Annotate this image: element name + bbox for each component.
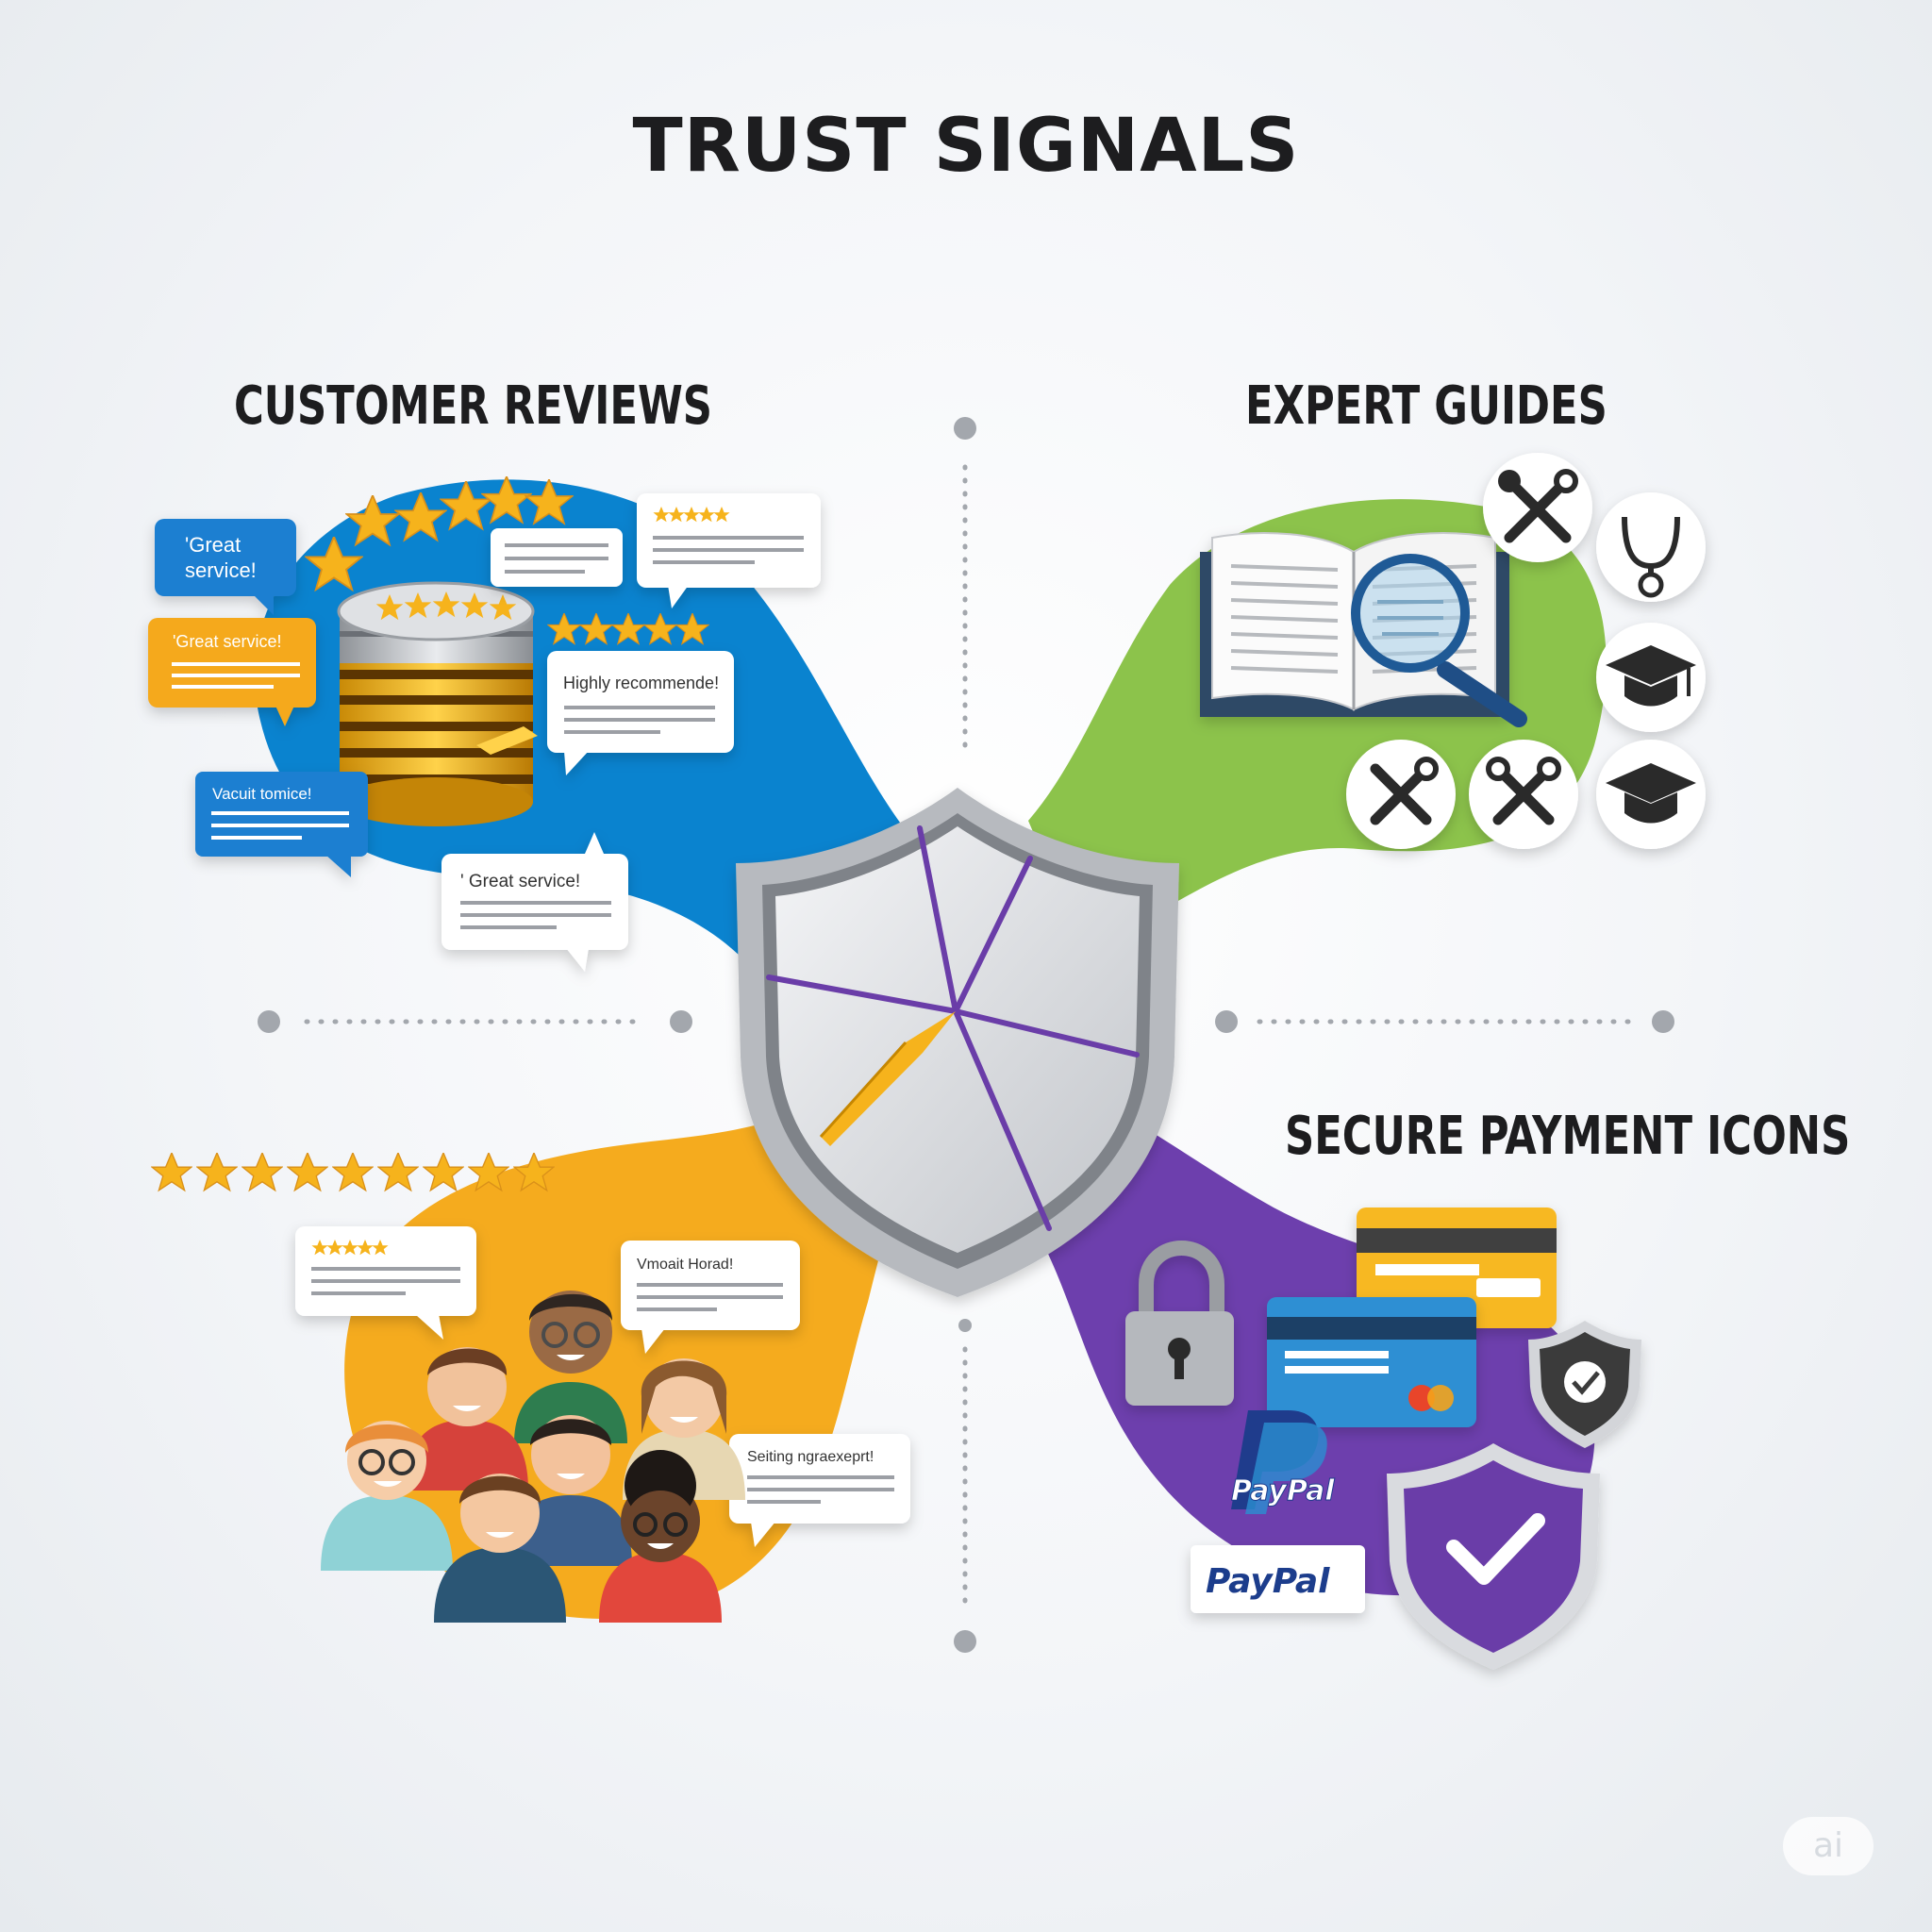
- svg-text:PayPal: PayPal: [1231, 1474, 1335, 1507]
- person-middle-left: [321, 1421, 453, 1571]
- person-front-left: [434, 1474, 566, 1623]
- paypal-logo-2: PayPal: [1191, 1545, 1365, 1613]
- svg-text:Vmoait Horad!: Vmoait Horad!: [637, 1257, 733, 1273]
- magnifier-icon: [1351, 554, 1527, 727]
- credit-card-blue: [1267, 1297, 1476, 1427]
- review-card-top: [491, 528, 623, 587]
- person-middle-center: [509, 1415, 632, 1566]
- review-bubble-stars: [637, 493, 821, 608]
- secure-payment-group: PayPal PayPal: [1125, 1208, 1641, 1670]
- svg-text:'Great: 'Great: [185, 533, 241, 557]
- community-group: Vmoait Horad! Seiting ngraexeprt!: [151, 1153, 910, 1623]
- section-title-secure-payment: SECURE PAYMENT ICONS: [1285, 1106, 1851, 1167]
- ai-watermark-badge: ai: [1783, 1817, 1874, 1875]
- section-title-expert-guides: EXPERT GUIDES: [1245, 375, 1607, 437]
- review-bubble-blue-2: Vacuit tomice!: [195, 772, 368, 877]
- paypal-logo-1: PayPal: [1231, 1410, 1336, 1514]
- svg-text:Seiting ngraexeprt!: Seiting ngraexeprt!: [747, 1449, 874, 1465]
- central-shield: [736, 788, 1179, 1297]
- person-back-left: [406, 1347, 528, 1491]
- shield-check-large-icon: [1387, 1443, 1600, 1670]
- expert-guides-group: [1200, 453, 1706, 849]
- person-front-right: [599, 1450, 722, 1623]
- customer-reviews-group: 'Great service! 'Great service!: [148, 476, 821, 972]
- svg-text:Vacuit tomice!: Vacuit tomice!: [212, 785, 312, 803]
- section-title-customer-reviews: CUSTOMER REVIEWS: [234, 375, 712, 437]
- shield-check-small-icon: [1528, 1321, 1641, 1448]
- padlock-icon: [1125, 1241, 1234, 1406]
- tools-icon-2: [1346, 740, 1456, 849]
- stethoscope-icon: [1596, 492, 1706, 602]
- tools-icon-1: [1483, 453, 1592, 562]
- review-bubble-blue-1: 'Great service!: [155, 519, 296, 615]
- tools-icon-3: [1469, 740, 1578, 849]
- svg-text:'Great service!: 'Great service!: [173, 632, 281, 651]
- review-bubble-white-great: ' Great service!: [441, 832, 628, 972]
- svg-text:PayPal: PayPal: [1206, 1562, 1330, 1601]
- review-bubble-highly-recommend: Highly recommende!: [547, 651, 734, 775]
- title: TRUST SIGNALS: [632, 104, 1300, 189]
- review-bubble-community-3: Seiting ngraexeprt!: [729, 1434, 910, 1547]
- stars-row-community: [151, 1153, 555, 1191]
- coin-stack: [337, 581, 538, 826]
- review-bubble-community-stars: [295, 1226, 476, 1340]
- review-bubble-community-2: Vmoait Horad!: [621, 1241, 800, 1354]
- divider-lines: [258, 417, 1674, 1653]
- svg-text:' Great service!: ' Great service!: [460, 872, 580, 891]
- svg-text:service!: service!: [185, 558, 257, 582]
- review-bubble-orange: 'Great service!: [148, 618, 316, 726]
- svg-text:Highly recommende!: Highly recommende!: [563, 674, 719, 692]
- graduation-cap-icon-2: [1596, 740, 1706, 849]
- graduation-cap-icon-1: [1596, 623, 1706, 732]
- people-group-icon: [321, 1291, 745, 1623]
